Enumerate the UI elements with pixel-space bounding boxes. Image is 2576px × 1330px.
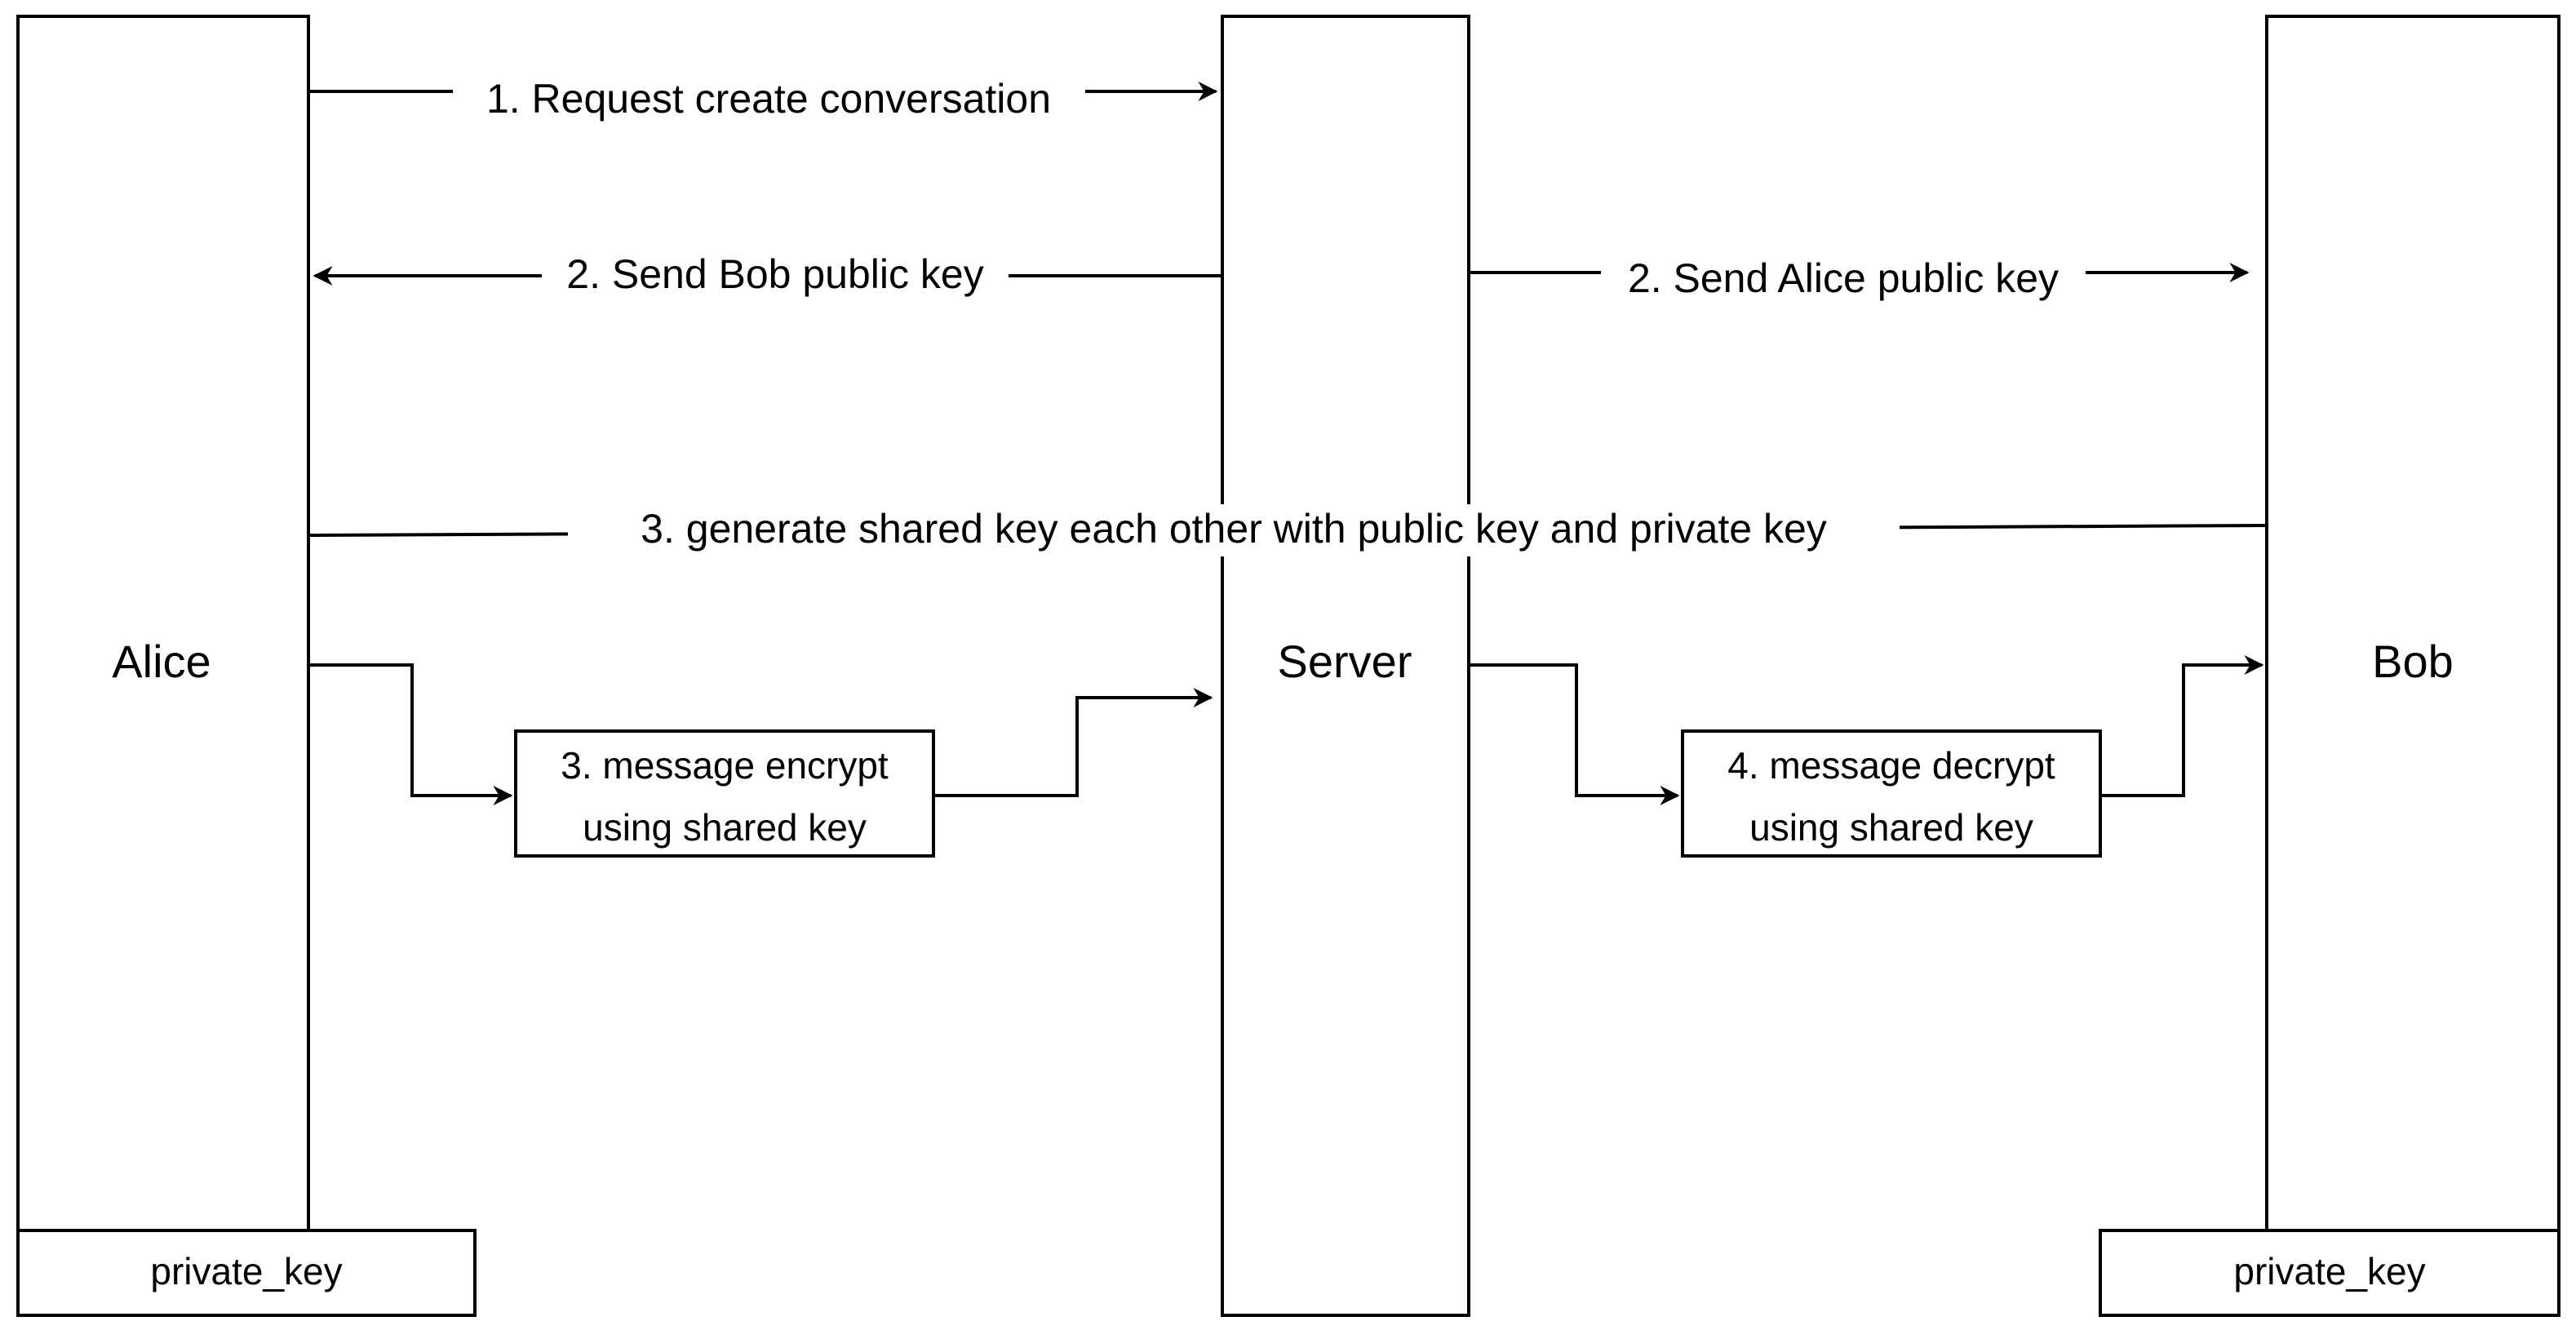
encrypt-line1: 3. message encrypt	[561, 744, 889, 787]
alice-private-key-label: private_key	[150, 1250, 342, 1292]
alice-lifeline	[16, 15, 310, 1234]
bob-private-key-label: private_key	[2233, 1250, 2425, 1292]
encrypt-box	[514, 729, 935, 858]
alice-private-key-box	[16, 1229, 477, 1317]
server-label: Server	[1278, 636, 1412, 687]
server-to-decrypt-connector	[1469, 663, 1680, 805]
decrypt-box	[1681, 729, 2102, 858]
server-lifeline	[1221, 15, 1470, 1317]
request-create-label: 1. Request create conversation	[486, 76, 1051, 122]
decrypt-line2: using shared key	[1749, 806, 2033, 849]
generate-shared-key-label: 3. generate shared key each other with p…	[641, 506, 1827, 552]
bob-private-key-box	[2099, 1229, 2560, 1317]
alice-to-encrypt-connector	[308, 663, 513, 805]
send-alice-key-label: 2. Send Alice public key	[1628, 255, 2059, 301]
bob-label: Bob	[2372, 636, 2454, 687]
encrypt-to-server-connector	[933, 688, 1213, 797]
decrypt-to-bob-connector	[2100, 655, 2264, 797]
encrypt-line2: using shared key	[583, 806, 867, 849]
bob-lifeline	[2265, 15, 2560, 1234]
send-bob-key-label: 2. Send Bob public key	[566, 251, 983, 297]
alice-label: Alice	[112, 636, 211, 687]
decrypt-line1: 4. message decrypt	[1727, 744, 2055, 787]
